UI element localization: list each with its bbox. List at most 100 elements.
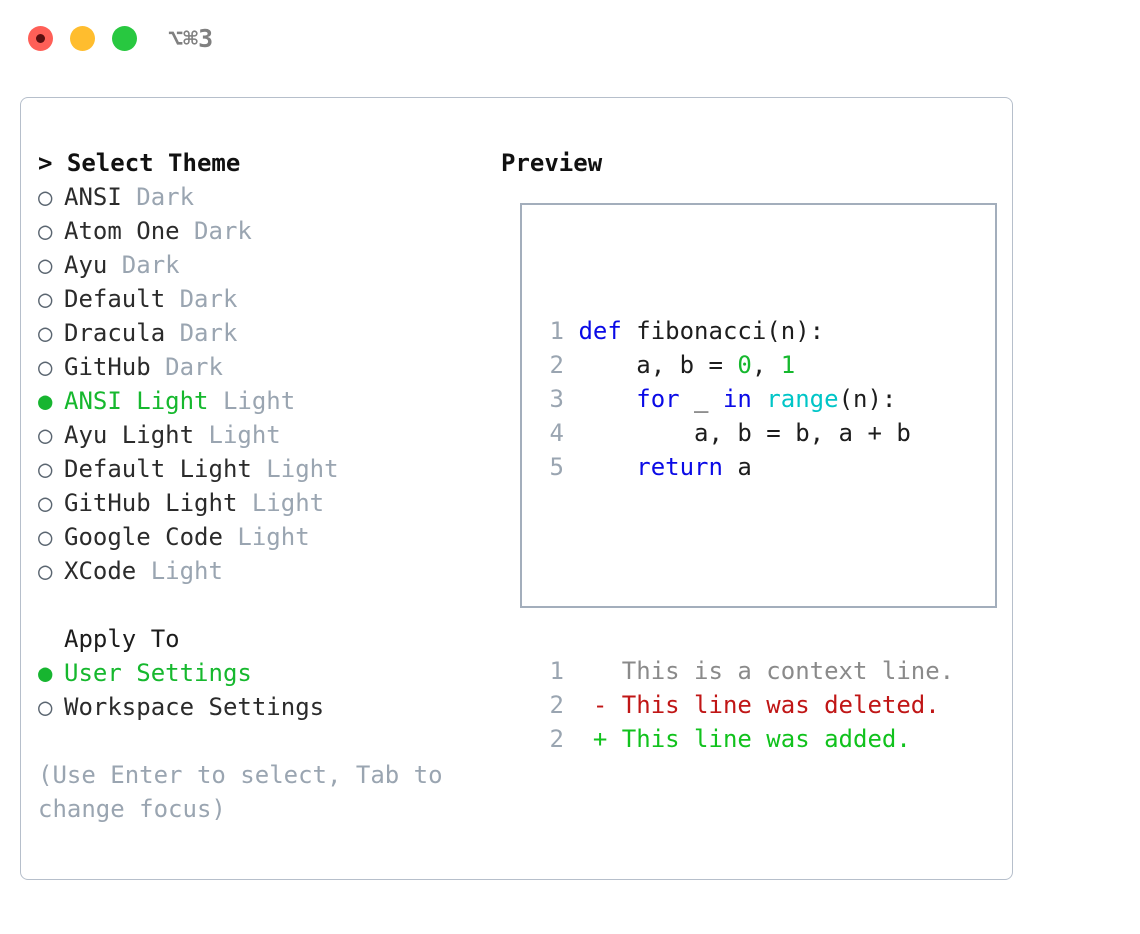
radio-unselected-icon[interactable]: ○ — [38, 693, 53, 721]
line-number: 2 — [549, 351, 564, 379]
code-token: fibonacci(n): — [621, 317, 825, 345]
theme-option-label: Ayu — [64, 251, 108, 279]
main-panel: > Select Theme ○ANSI Dark○Atom One Dark○… — [20, 97, 1013, 880]
radio-unselected-icon[interactable]: ○ — [38, 489, 53, 517]
theme-option[interactable]: ○GitHub Dark — [38, 350, 498, 384]
theme-option-label: XCode — [64, 557, 137, 585]
preview-title: Preview — [501, 149, 603, 177]
radio-unselected-icon[interactable]: ○ — [38, 285, 53, 313]
theme-option[interactable]: ○Default Light Light — [38, 452, 498, 486]
title-bar: ⌥⌘3 — [0, 0, 1140, 78]
code-token — [578, 385, 636, 413]
line-number: 1 — [549, 657, 564, 685]
theme-variant-label: Light — [194, 421, 281, 449]
code-token: 1 — [780, 351, 796, 379]
code-token: for — [636, 385, 680, 413]
page-title-text: Select Theme — [66, 149, 241, 177]
radio-unselected-icon[interactable]: ○ — [38, 455, 53, 483]
apply-to-option-label: User Settings — [64, 659, 252, 687]
diff-line: 1 This is a context line. — [538, 654, 955, 688]
spacer — [38, 588, 498, 622]
radio-unselected-icon[interactable]: ○ — [38, 251, 53, 279]
code-token: def — [578, 317, 622, 345]
gutter-space — [564, 419, 578, 447]
minimize-button-icon[interactable] — [70, 26, 95, 51]
code-line: 1 def fibonacci(n): — [538, 314, 954, 348]
theme-option[interactable]: ○Ayu Light Light — [38, 418, 498, 452]
code-line: 2 a, b = 0, 1 — [538, 348, 954, 382]
radio-unselected-icon[interactable]: ○ — [38, 557, 53, 585]
theme-option-label: GitHub — [64, 353, 151, 381]
radio-unselected-icon[interactable]: ○ — [38, 217, 53, 245]
line-number: 1 — [549, 317, 564, 345]
line-number: 4 — [549, 419, 564, 447]
theme-variant-label: Dark — [179, 217, 252, 245]
theme-option-label: Default — [64, 285, 166, 313]
theme-option[interactable]: ○Google Code Light — [38, 520, 498, 554]
theme-option[interactable]: ○Dracula Dark — [38, 316, 498, 350]
diff-block: 1 This is a context line.2 - This line w… — [538, 654, 955, 756]
theme-option[interactable]: ○ Default Dark — [38, 282, 498, 316]
theme-option-label: GitHub Light — [64, 489, 238, 517]
line-number: 5 — [549, 453, 564, 481]
code-token: _ — [679, 385, 723, 413]
window-controls — [28, 26, 137, 51]
radio-unselected-icon[interactable]: ○ — [38, 319, 53, 347]
spacer-2 — [38, 724, 498, 758]
radio-unselected-icon[interactable]: ○ — [38, 523, 53, 551]
radio-unselected-icon[interactable]: ○ — [38, 421, 53, 449]
code-token: a, b = — [578, 351, 738, 379]
apply-to-option[interactable]: ● User Settings — [38, 656, 498, 690]
diff-line: 2 + This line was added. — [538, 722, 954, 756]
theme-variant-label: Dark — [107, 251, 180, 279]
gutter-space — [564, 385, 578, 413]
keyboard-hint: (Use Enter to select, Tab to change focu… — [38, 761, 443, 823]
theme-option-label: Atom One — [64, 217, 180, 245]
close-button-icon[interactable] — [28, 26, 53, 51]
code-line: 3 for _ in range(n): — [538, 382, 954, 416]
gutter-space — [564, 453, 578, 481]
theme-variant-label: Light — [237, 489, 325, 517]
apply-to-option[interactable]: ○Workspace Settings — [38, 690, 498, 724]
radio-unselected-icon[interactable]: ○ — [38, 183, 53, 211]
theme-option[interactable]: ○ Atom One Dark — [38, 214, 498, 248]
gutter-space — [564, 317, 578, 345]
code-token: a — [722, 453, 752, 481]
code-line: 4 a, b = b, a + b — [538, 416, 954, 450]
code-token: (n): — [838, 385, 897, 413]
code-token: , — [751, 351, 781, 379]
theme-option-label: Google Code — [64, 523, 223, 551]
theme-option-label: ANSI — [64, 183, 122, 211]
theme-variant-label: Light — [136, 557, 223, 585]
theme-picker-column: > Select Theme ○ANSI Dark○Atom One Dark○… — [38, 146, 498, 826]
apply-to-title: Apply To — [64, 625, 180, 653]
code-token — [752, 385, 766, 413]
radio-unselected-icon[interactable]: ○ — [38, 353, 53, 381]
theme-option[interactable]: ○ XCode Light — [38, 554, 498, 588]
theme-option-label: Default Light — [64, 455, 252, 483]
radio-selected-icon[interactable]: ● — [38, 659, 53, 687]
line-number: 2 — [549, 691, 564, 719]
theme-option[interactable]: ● ANSI Light Light — [38, 384, 498, 418]
code-token — [578, 453, 636, 481]
theme-list: ○ ANSI Dark ○ Atom One Dark ○ Ayu Dark ○ Defaul… — [38, 180, 498, 588]
line-number: 2 — [549, 725, 564, 753]
theme-option-label: ANSI Light — [64, 387, 209, 415]
code-token: + This line was added. — [578, 725, 911, 753]
diff-line: 2 - This line was deleted. — [538, 688, 954, 722]
theme-option[interactable]: ○ANSI Dark — [38, 180, 498, 214]
code-token: a, b = b, a + b — [578, 419, 911, 447]
code-token: 0 — [737, 351, 752, 379]
theme-variant-label: Light — [208, 387, 296, 415]
keyboard-shortcut-label: ⌥⌘3 — [168, 24, 214, 53]
maximize-button-icon[interactable] — [112, 26, 137, 51]
radio-selected-icon[interactable]: ● — [38, 387, 53, 415]
line-number: 3 — [549, 385, 564, 413]
theme-option[interactable]: ○ GitHub Light Light — [38, 486, 498, 520]
theme-option[interactable]: ○ Ayu Dark — [38, 248, 498, 282]
theme-variant-label: Dark — [165, 285, 238, 313]
